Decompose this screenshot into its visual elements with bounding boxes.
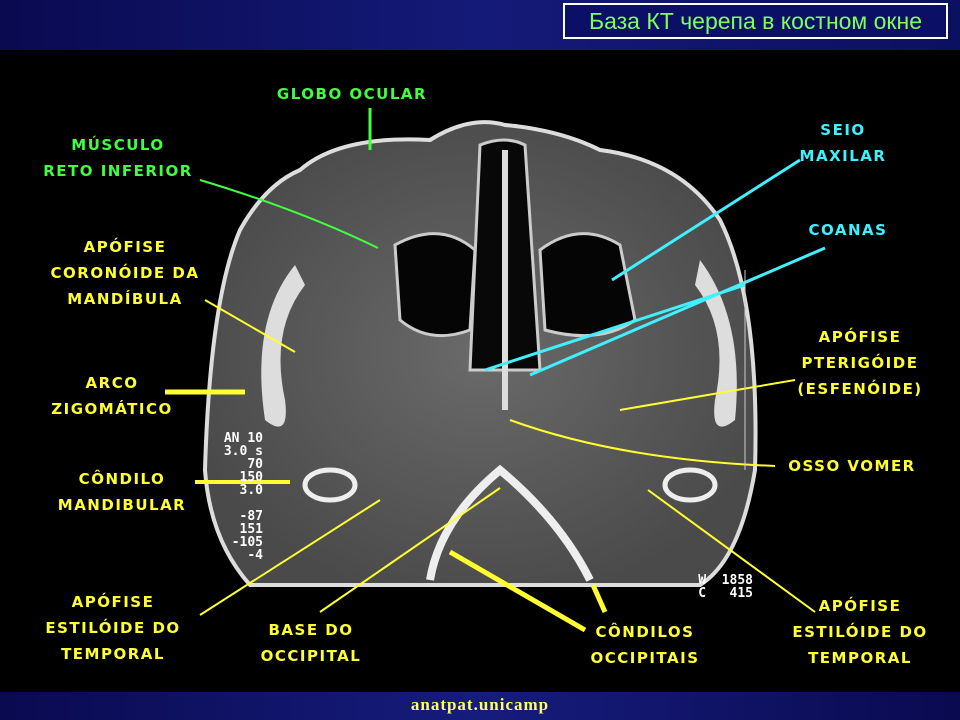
footer-credit: anatpat.unicamp xyxy=(410,695,550,714)
label-line: CÔNDILOS xyxy=(595,623,695,641)
label-line: PTERIGÓIDE xyxy=(801,354,919,372)
label-line: ZIGOMÁTICO xyxy=(51,400,173,418)
label-line: OCCIPITAIS xyxy=(590,649,700,667)
label-line: OCCIPITAL xyxy=(260,647,362,665)
label-condilos-occipitais: CÔNDILOS OCCIPITAIS xyxy=(591,619,700,671)
label-arco-zigomatico: ARCO ZIGOMÁTICO xyxy=(51,370,172,422)
scan-param: 150 xyxy=(239,470,263,485)
scan-param: -105 xyxy=(231,535,263,550)
window-center: C 415 xyxy=(698,586,753,601)
label-line: TEMPORAL xyxy=(808,649,912,667)
label-apofise-coronoide: APÓFISE CORONÓIDE DA MANDÍBULA xyxy=(51,234,200,312)
label-musculo-reto-inferior: MÚSCULO RETO INFERIOR xyxy=(43,132,193,184)
label-line: TEMPORAL xyxy=(61,645,165,663)
occipital-base xyxy=(426,464,594,582)
scan-param: 151 xyxy=(239,522,263,537)
label-line: CÔNDILO xyxy=(78,470,166,488)
label-base-occipital: BASE DO OCCIPITAL xyxy=(261,617,362,669)
maxillary-sinus-left xyxy=(393,232,477,338)
header-bar: База КТ черепа в костном окне xyxy=(0,0,960,50)
label-line: MANDÍBULA xyxy=(67,290,183,308)
scan-param: AN 10 xyxy=(223,431,263,446)
maxillary-sinus-right xyxy=(538,232,637,338)
zygomatic-arch-right xyxy=(695,260,737,427)
label-globo-ocular: GLOBO OCULAR xyxy=(277,81,427,107)
scan-param: 3.0 s xyxy=(223,444,263,459)
mandibular-condyle-left xyxy=(302,467,358,503)
label-line: APÓFISE xyxy=(83,238,167,256)
label-apofise-estiloide-right: APÓFISE ESTILÓIDE DO TEMPORAL xyxy=(792,593,927,671)
label-line: COANAS xyxy=(808,221,888,239)
label-line: APÓFISE xyxy=(818,597,902,615)
vomer-bone xyxy=(502,150,508,410)
label-apofise-pterigoide: APÓFISE PTERIGÓIDE (ESFENÓIDE) xyxy=(797,324,922,402)
window-width: W 1858 xyxy=(698,573,753,588)
label-line: OSSO VOMER xyxy=(788,457,916,475)
label-line: ESTILÓIDE DO xyxy=(45,619,181,637)
label-seio-maxilar: SEIO MAXILAR xyxy=(800,117,887,169)
label-line: GLOBO OCULAR xyxy=(276,85,428,103)
label-line: APÓFISE xyxy=(818,328,902,346)
label-line: CORONÓIDE DA xyxy=(50,264,200,282)
label-line: MÚSCULO xyxy=(71,136,165,154)
scan-param: -87 xyxy=(239,509,263,524)
slide-title: База КТ черепа в костном окне xyxy=(563,3,948,39)
label-coanas: COANAS xyxy=(809,217,888,243)
label-line: BASE DO xyxy=(268,621,354,639)
label-line: ARCO xyxy=(85,374,139,392)
label-line: ESTILÓIDE DO xyxy=(792,623,928,641)
mandibular-condyle-right xyxy=(662,467,718,503)
scan-param: -4 xyxy=(247,548,263,563)
label-line: MANDIBULAR xyxy=(57,496,187,514)
label-apofise-estiloide-left: APÓFISE ESTILÓIDE DO TEMPORAL xyxy=(45,589,180,667)
label-line: RETO INFERIOR xyxy=(43,162,193,180)
label-osso-vomer: OSSO VOMER xyxy=(788,453,915,479)
zygomatic-arch-left xyxy=(261,265,305,427)
label-line: APÓFISE xyxy=(71,593,155,611)
label-line: SEIO xyxy=(820,121,866,139)
footer-bar: anatpat.unicamp xyxy=(0,692,960,720)
label-condilo-mandibular: CÔNDILO MANDIBULAR xyxy=(58,466,186,518)
label-line: MAXILAR xyxy=(799,147,887,165)
label-line: (ESFENÓIDE) xyxy=(797,380,923,398)
scan-param: 70 xyxy=(247,457,263,472)
scan-param: 3.0 xyxy=(239,483,263,498)
